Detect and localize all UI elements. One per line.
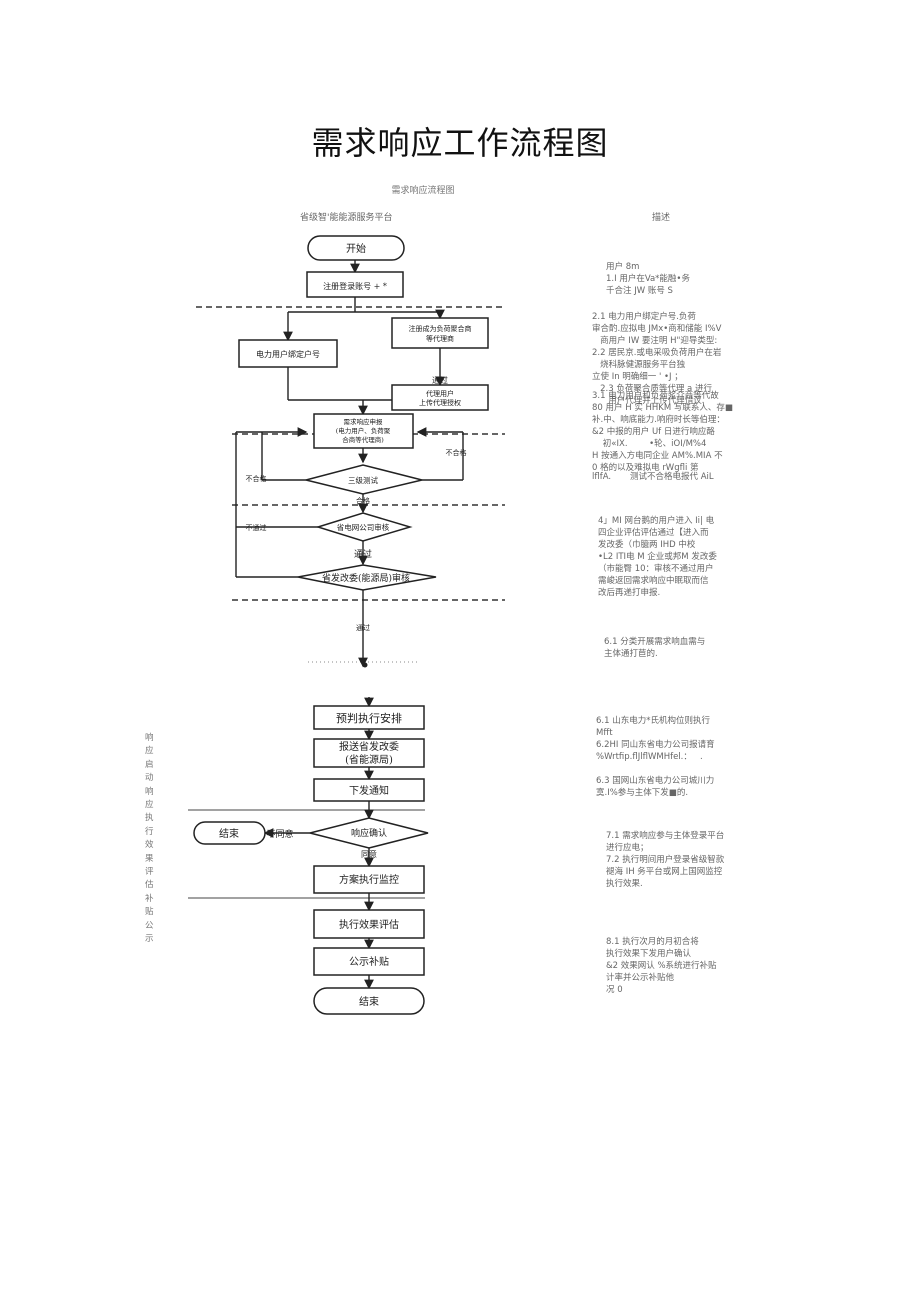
page-subtitle: 需求响应流程图: [391, 186, 455, 196]
three-level-test-diamond: [305, 464, 423, 495]
subsidy-box: [313, 947, 425, 976]
description-step-8: 8.1 执行次月的月初合将 执行效果下发用户确认 &2 效果网认 %系统进行补贴…: [606, 937, 717, 995]
register-label: 注册登录账号 + *: [323, 281, 387, 291]
end-2-label: 结束: [359, 995, 379, 1008]
issue-notice-label: 下发通知: [349, 784, 389, 797]
monitor-label: 方案执行监控: [339, 873, 399, 886]
fail-left-label: 不合格: [246, 474, 267, 483]
grid-review-diamond: [315, 512, 413, 542]
report-label: 报送省发改委(省能源局): [339, 740, 399, 766]
agent-authorization-label: 代理用户上传代理授权: [419, 389, 461, 407]
side-phase-label: 响应启动响应执行效果评估补贴公示: [145, 733, 154, 945]
description-step-6-2: 6.2HI 同山东省电力公司报请育 %Wrtfip.flJlflWMHfel.：…: [596, 740, 715, 762]
dev-review-diamond: [297, 564, 437, 591]
connector-dot: [362, 662, 368, 668]
end-node-2: [313, 987, 425, 1015]
declaration-label: 需求响应申报(电力用户、负荷聚合商等代理商): [336, 417, 391, 444]
agree-label: 同意: [361, 849, 377, 859]
bind-account-box: [238, 339, 338, 368]
agent-pass-label: 通过: [432, 375, 448, 385]
column-header-platform: 省级智'能能源服务平台: [300, 213, 393, 223]
description-step-1: 用户 8m 1.I 用户在Va*能融•务 千合注 JW 账号 S: [606, 262, 690, 296]
description-step-6-1: 6.1 山东电力*氏机构位则执行 Mfft: [596, 716, 710, 738]
end-1-label: 结束: [219, 827, 239, 840]
dev-review-label: 省发改委(能源局)审核: [322, 572, 410, 584]
start-label: 开始: [346, 242, 366, 255]
three-level-test-label: 三级测试: [348, 475, 378, 485]
description-step-5: 6.1 分类开展需求响血需与 主体通打苣的.: [604, 637, 706, 659]
agent-register-box: [391, 317, 489, 349]
plan-label: 预判执行安排: [336, 711, 402, 725]
confirm-label: 响应确认: [351, 827, 387, 839]
phase-lines: [188, 809, 425, 899]
not-pass-label: 不通过: [246, 523, 267, 532]
column-header-description: 描述: [652, 213, 671, 223]
report-box: [313, 738, 425, 768]
through-label: 通过: [356, 623, 370, 632]
page-title: 需求响应工作流程图: [311, 124, 609, 162]
phase-separators: [196, 306, 505, 601]
grid-review-label: 省电网公司审核: [337, 522, 390, 532]
description-step-3-fail: lflfA. 测试不合格电报代 AiL: [592, 472, 714, 482]
description-step-4: 4」MI 网台鹅的用户进入 Ii| 电 四企业评估评估通过【进入而 发改委（巾臆…: [598, 516, 717, 598]
pass-label: 通过: [354, 548, 372, 560]
start-node: [307, 235, 405, 261]
disagree-label: 不同意: [266, 828, 293, 840]
evaluate-label: 执行效果评估: [339, 918, 399, 931]
bind-account-label: 电力用户绑定户号: [256, 349, 320, 359]
qualified-label: 合格: [356, 496, 370, 505]
agent-authorization-box: [391, 384, 489, 411]
end-node-1: [193, 821, 266, 845]
description-step-6-3: 6.3 国网山东省电力公司城川力 寞.I%参与主体下发■的.: [596, 776, 715, 798]
declaration-box: [313, 413, 414, 449]
confirm-diamond: [309, 817, 429, 849]
description-step-2: 2.1 电力用户绑定户号.负荷 审合酌.应拟电 JMx•商和储能 I%V 商用户…: [592, 312, 722, 406]
description-step-3: 3.1 电力用户和负荷浆介商等代故 80 用户 H 实 HHKM 写联系人、存■…: [592, 391, 733, 473]
plan-box: [313, 705, 425, 730]
description-step-7: 7.1 需求响应参与主体登录平台 进行应电； 7.2 执行明间用户登录省级智款 …: [606, 831, 725, 889]
agent-register-label: 注册成为负荷聚合商等代理商: [409, 324, 472, 343]
fail-right-label: 不合格: [446, 448, 467, 457]
subsidy-label: 公示补贴: [349, 955, 389, 968]
evaluate-box: [313, 909, 425, 939]
monitor-box: [313, 865, 425, 894]
issue-notice-box: [313, 778, 425, 802]
register-box: [306, 271, 404, 298]
